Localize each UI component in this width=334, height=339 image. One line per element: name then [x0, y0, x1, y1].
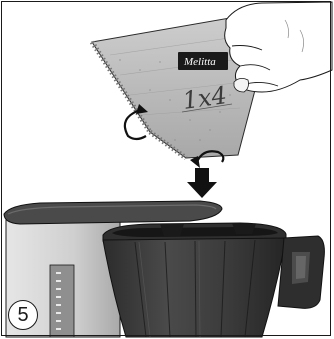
step-number: 5 [17, 304, 28, 327]
step-number-badge: 5 [8, 300, 38, 330]
panel-border [1, 1, 331, 336]
